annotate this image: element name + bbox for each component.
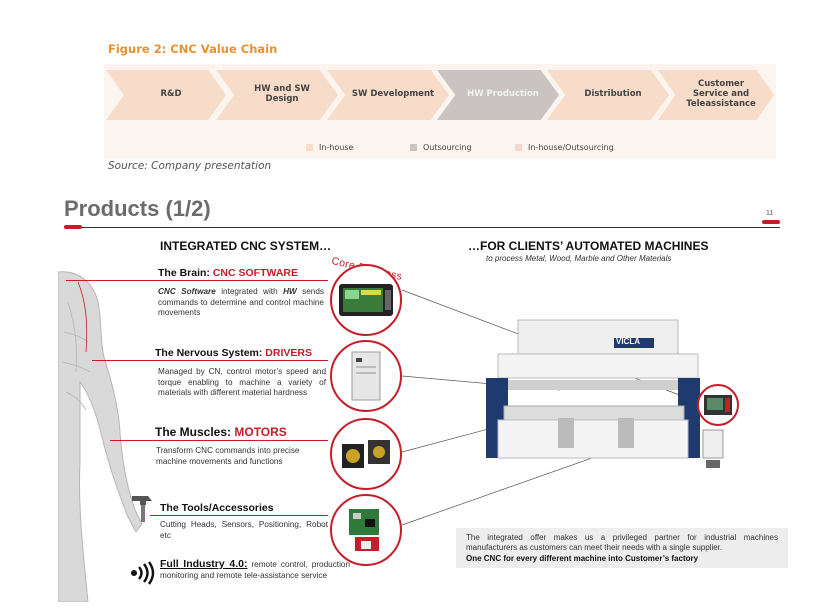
hammer-icon <box>132 496 152 522</box>
accessories-image <box>330 494 402 566</box>
legend-swatch <box>410 144 417 151</box>
control-pedestal-icon <box>702 429 724 468</box>
press-brake-machine-image <box>486 319 700 459</box>
control-panel-icon <box>704 395 732 415</box>
drivers-image <box>330 340 402 412</box>
title-rule <box>64 227 780 228</box>
brain-connector <box>66 280 328 281</box>
legend-swatch <box>515 144 522 151</box>
slide-title: Products (1/2) <box>64 196 211 221</box>
chain-step-customer-service: Customer Service and Teleassistance <box>658 70 774 120</box>
figure-source: Source: Company presentation <box>108 160 272 172</box>
muscles-connector <box>110 440 328 441</box>
cnc-software-image <box>330 264 402 336</box>
motor-icon <box>342 440 390 468</box>
industry-description: Full Industry 4.0: remote control, produ… <box>160 558 350 581</box>
control-panel-image <box>697 384 739 426</box>
nervous-title: The Nervous System: DRIVERS <box>155 347 312 359</box>
brain-description: CNC Software integrated with HW sends co… <box>158 287 325 318</box>
wireless-signal-icon <box>131 561 155 585</box>
nervous-connector <box>92 360 328 361</box>
chain-step-rnd: R&D <box>106 70 226 120</box>
chain-step-hw-sw-design: HW and SW Design <box>216 70 338 120</box>
right-section-header: …FOR CLIENTS’ AUTOMATED MACHINES <box>468 239 709 253</box>
right-section-subtitle: to process Metal, Wood, Marble and Other… <box>486 254 672 263</box>
chain-step-sw-development: SW Development <box>327 70 449 120</box>
title-rule-accent <box>64 225 82 229</box>
left-section-header: INTEGRATED CNC SYSTEM… <box>160 239 332 253</box>
legend-mixed: In-house/Outsourcing <box>515 143 614 152</box>
cnc-screen-icon <box>339 284 393 316</box>
brain-title: The Brain: CNC SOFTWARE <box>158 267 299 279</box>
human-body-illustration <box>58 271 143 602</box>
info-box: The integrated offer makes us a privileg… <box>456 528 788 568</box>
muscles-title: The Muscles: MOTORS <box>155 425 287 439</box>
circuit-board-icon <box>349 509 379 551</box>
driver-unit-icon <box>351 351 381 401</box>
muscles-description: Transform CNC commands into precise mach… <box>156 446 300 466</box>
chain-step-hw-production: HW Production <box>437 70 559 120</box>
page-number-accent <box>762 220 780 224</box>
tools-connector <box>150 515 328 516</box>
tools-title: The Tools/Accessories <box>160 502 274 514</box>
page-number: 11 <box>766 210 774 217</box>
nervous-description: Managed by CN, control motor’s speed and… <box>158 367 326 398</box>
motors-image <box>330 418 402 490</box>
tools-description: Cutting Heads, Sensors, Positioning, Rob… <box>160 520 328 540</box>
value-chain: R&D HW and SW Design SW Development HW P… <box>106 70 774 120</box>
legend-outsourcing: Outsourcing <box>410 143 472 152</box>
legend-inhouse: In-house <box>306 143 353 152</box>
figure-title: Figure 2: CNC Value Chain <box>108 42 278 56</box>
chain-step-distribution: Distribution <box>547 70 669 120</box>
legend-swatch <box>306 144 313 151</box>
machine-brand-label: VICLA <box>616 337 640 346</box>
